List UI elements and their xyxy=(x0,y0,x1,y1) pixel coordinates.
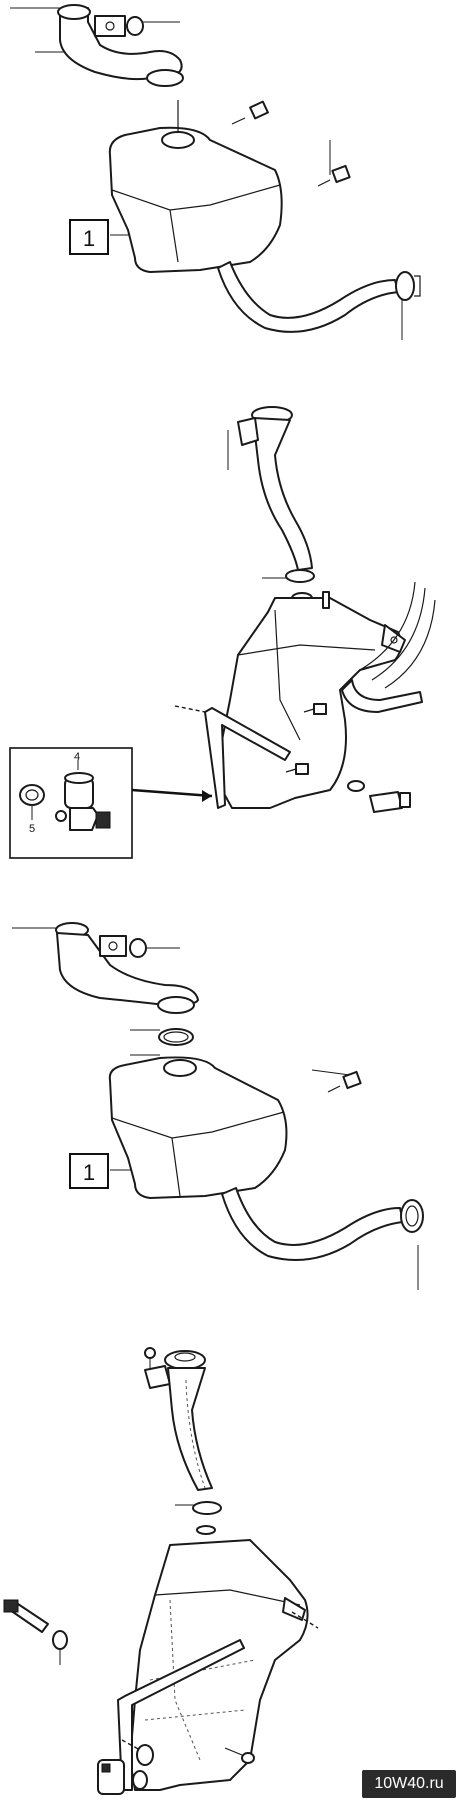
outlet-hose xyxy=(217,261,399,333)
tab-hole xyxy=(390,636,398,644)
bolt xyxy=(224,1747,255,1764)
bracket-hole xyxy=(105,21,115,31)
washer-reservoir xyxy=(129,1539,309,1791)
mount-leader xyxy=(291,1611,319,1629)
reservoir-edge xyxy=(171,1137,181,1197)
grommet xyxy=(126,16,144,36)
filler-cap xyxy=(164,1350,206,1370)
outlet-hose xyxy=(221,1187,404,1261)
pump-outlet xyxy=(55,810,67,822)
pump-connector xyxy=(95,811,111,829)
neck-centerline xyxy=(185,1379,206,1489)
washer-reservoir xyxy=(108,126,283,273)
internal-line xyxy=(144,1709,246,1721)
reservoir-edge xyxy=(111,1111,285,1139)
mount-leader xyxy=(174,705,206,713)
pump-top xyxy=(64,772,94,784)
hose-end xyxy=(157,996,195,1014)
figure-1-reservoir-assembly: 1 xyxy=(10,4,421,340)
reservoir-edge xyxy=(169,209,179,263)
pump-grommet xyxy=(132,1770,148,1790)
grommet xyxy=(285,569,315,583)
mounting-tab xyxy=(282,1597,306,1621)
cap-top xyxy=(174,1352,196,1362)
neck-bracket xyxy=(237,417,259,446)
seal-ring xyxy=(196,1525,216,1535)
bolt xyxy=(303,703,327,715)
grommet xyxy=(129,938,147,958)
hose-connector xyxy=(400,1199,424,1233)
leader-line xyxy=(311,1069,351,1076)
bolt xyxy=(327,1070,362,1093)
bolt xyxy=(231,100,269,125)
hose-end xyxy=(146,69,184,87)
washer-reservoir xyxy=(108,1056,288,1199)
pump-port xyxy=(136,1744,154,1766)
fastener xyxy=(144,1347,156,1359)
mounting-tab xyxy=(381,624,406,653)
mount-leader xyxy=(121,1739,141,1751)
callout-label: 5 xyxy=(29,823,35,835)
vent-stub xyxy=(322,591,330,609)
sensor-plug xyxy=(3,1599,19,1613)
seal-ring-inner xyxy=(163,1031,189,1043)
bolt xyxy=(285,763,309,775)
figure-2-reservoir-with-pump: 4 5 xyxy=(9,406,436,859)
callout-box xyxy=(69,1153,109,1189)
callout-box xyxy=(69,219,109,255)
hose-line xyxy=(359,581,416,671)
bracket-hole xyxy=(108,941,118,951)
inset-arrow-head xyxy=(202,790,212,802)
grommet xyxy=(192,1501,222,1515)
reservoir-neck xyxy=(161,131,195,149)
outlet-hose xyxy=(341,679,423,713)
clip xyxy=(414,275,421,297)
reservoir-bracket xyxy=(204,707,291,809)
hose-line xyxy=(384,599,436,689)
callout-label: 1 xyxy=(83,226,95,251)
reservoir-edge xyxy=(237,644,376,656)
level-sensor xyxy=(369,791,403,813)
reservoir-neck xyxy=(163,1059,197,1077)
filler-neck-hose xyxy=(252,417,313,571)
mounting-bracket xyxy=(94,15,126,37)
figure-4-reservoir-exploded xyxy=(3,1347,319,1795)
reservoir-edge xyxy=(274,609,301,741)
inset-arrow-line xyxy=(131,788,213,798)
pump-connector xyxy=(101,1763,111,1773)
connector-ring xyxy=(405,1205,419,1227)
figure-3-reservoir-assembly: 1 xyxy=(12,922,424,1290)
filler-neck-hose xyxy=(59,7,183,81)
bolt xyxy=(317,164,351,187)
pump-grommet xyxy=(19,784,45,806)
reservoir-edge xyxy=(154,1589,301,1606)
hose-connector xyxy=(395,271,415,301)
callout-label: 4 xyxy=(74,751,80,763)
filler-neck-hose xyxy=(56,932,199,1007)
callout-label: 1 xyxy=(83,1160,95,1185)
filler-cap-opening xyxy=(57,4,91,20)
neck-bracket xyxy=(144,1365,171,1389)
grommet-hole xyxy=(25,789,39,801)
sensor-plug xyxy=(399,792,411,808)
fastener xyxy=(347,780,365,792)
site-watermark: 10W40.ru xyxy=(362,1770,456,1798)
sensor-grommet xyxy=(52,1630,68,1650)
mounting-bracket xyxy=(99,935,127,957)
hose-line xyxy=(371,587,426,681)
pump-base xyxy=(69,807,99,831)
reservoir-edge xyxy=(111,184,281,211)
